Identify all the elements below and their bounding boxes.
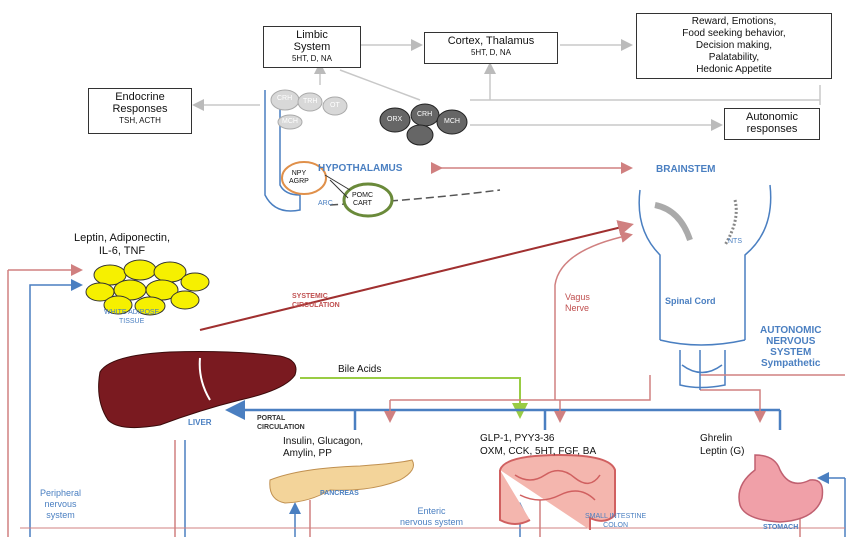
reward-line: Decision making, xyxy=(640,40,828,52)
autonomic-responses-box: Autonomic responses xyxy=(724,108,820,140)
nucleus-label: MCH xyxy=(282,118,298,125)
limbic-box: Limbic System 5HT, D, NA xyxy=(263,26,361,68)
nucleus-label: CRH xyxy=(277,95,292,102)
brainstem-label: BRAINSTEM xyxy=(656,164,715,175)
cortex-sub: 5HT, D, NA xyxy=(428,47,554,59)
nucleus-label: MCH xyxy=(444,118,460,125)
pomc-label: POMC CART xyxy=(352,192,373,208)
reward-line: Food seeking behavior, xyxy=(640,28,828,40)
nucleus-label: CRH xyxy=(417,111,432,118)
intestine-hormones: GLP-1, PYY3-36 OXM, CCK, 5HT, FGF, BA xyxy=(480,432,596,458)
stomach-shape xyxy=(739,455,823,522)
systemic-label: SYSTEMIC CIRCULATION xyxy=(292,292,340,310)
enteric-ns-label: Enteric nervous system xyxy=(400,506,463,528)
vagus-label: Vagus Nerve xyxy=(565,292,590,314)
autonomic-responses-title: Autonomic responses xyxy=(728,111,816,135)
npy-label: NPY AGRP xyxy=(289,170,309,186)
hypothalamus-label: HYPOTHALAMUS xyxy=(318,163,402,174)
ans-label: AUTONOMIC NERVOUS SYSTEM Sympathetic xyxy=(760,325,821,369)
peripheral-ns-label: Peripheral nervous system xyxy=(40,488,81,521)
portal-label: PORTAL CIRCULATION xyxy=(257,414,305,432)
pancreas-label: PANCREAS xyxy=(320,490,359,497)
reward-line: Reward, Emotions, xyxy=(640,16,828,28)
arc-label: ARC xyxy=(318,200,333,207)
nts-label: NTS xyxy=(728,238,742,245)
nucleus-label: TRH xyxy=(303,98,317,105)
cortex-title: Cortex, Thalamus xyxy=(428,35,554,47)
endocrine-title: Endocrine Responses xyxy=(92,91,188,115)
reward-box: Reward, Emotions, Food seeking behavior,… xyxy=(636,13,832,79)
pancreas-hormones: Insulin, Glucagon, Amylin, PP xyxy=(283,436,363,460)
reward-line: Hedonic Appetite xyxy=(640,64,828,76)
limbic-title: Limbic System xyxy=(267,29,357,53)
stomach-hormones: Ghrelin Leptin (G) xyxy=(700,432,744,458)
reward-line: Palatability, xyxy=(640,52,828,64)
spinal-cord-label: Spinal Cord xyxy=(665,296,716,306)
brainstem-shape xyxy=(639,185,771,388)
adipose-label: WHITE ADIPOSE TISSUE xyxy=(104,308,159,326)
cortex-box: Cortex, Thalamus 5HT, D, NA xyxy=(424,32,558,64)
limbic-sub: 5HT, D, NA xyxy=(267,53,357,65)
adipose-cells xyxy=(86,260,209,315)
nucleus-label: OT xyxy=(330,102,340,109)
nucleus-label: ORX xyxy=(387,116,402,123)
liver-label: LIVER xyxy=(188,418,212,427)
endocrine-sub: TSH, ACTH xyxy=(92,115,188,127)
stomach-label: STOMACH xyxy=(763,524,798,531)
bile-acids-label: Bile Acids xyxy=(338,364,381,375)
intestine-label: SMALL INTESTINE COLON xyxy=(585,512,646,530)
endocrine-box: Endocrine Responses TSH, ACTH xyxy=(88,88,192,134)
adipose-hormones: Leptin, Adiponectin, IL-6, TNF xyxy=(74,232,170,258)
